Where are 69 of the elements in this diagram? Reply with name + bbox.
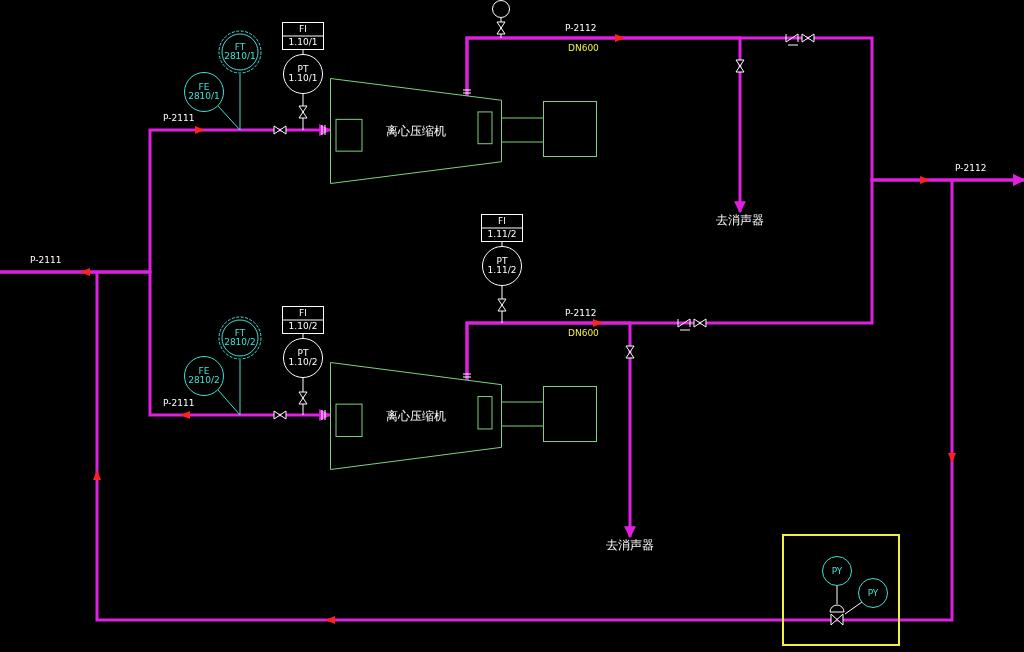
instrument-bubble: [482, 246, 522, 286]
motor-box: [543, 386, 597, 442]
instrument-tag: PY: [831, 566, 843, 576]
pipe-label: P-2111: [30, 256, 62, 265]
pipe-label: DN600: [568, 44, 599, 53]
pipe-label: P-2111: [163, 114, 195, 123]
leader-line: [302, 93, 304, 131]
instrument-tag: FT: [234, 329, 246, 338]
instrument-tag: PT: [297, 65, 309, 74]
instrument-tag: FT: [234, 43, 246, 52]
instrument-number: 1.10/2: [288, 358, 318, 367]
leader-line: [217, 105, 241, 131]
instrument-number: 2810/2: [188, 376, 220, 385]
instrument-tag: PY: [867, 588, 879, 598]
compressor-drawing: [330, 362, 502, 470]
instrument-number: 1.11/2: [487, 230, 517, 239]
leader-line: [239, 73, 241, 131]
pipe-label: P-2111: [163, 399, 195, 408]
instrument-bubble: [858, 578, 888, 608]
control-valve-icon: [829, 604, 845, 626]
leader-line: [500, 17, 502, 39]
instrument-number: 2810/1: [188, 92, 220, 101]
pipe: [0, 270, 332, 421]
leader-line: [844, 601, 863, 615]
instrument-number: 1.10/2: [288, 322, 318, 331]
leader-line: [836, 585, 838, 605]
pipe-label: P-2112: [955, 164, 987, 173]
shaft-line: [501, 117, 544, 143]
instrument-tag: PT: [496, 257, 508, 266]
equipment-name: 离心压缩机: [386, 410, 446, 422]
instrument-number: 2810/2: [224, 338, 256, 347]
instrument-number: 1.10/1: [288, 38, 318, 47]
pipe: [465, 174, 1024, 380]
equipment-name: 离心压缩机: [386, 125, 446, 137]
indicator-panel: [481, 214, 523, 242]
leader-line: [501, 285, 503, 324]
instrument-tag: FE: [198, 367, 210, 376]
instrument-bubble: [283, 54, 323, 94]
instrument-number: 2810/1: [224, 52, 256, 61]
leader-line: [302, 377, 304, 416]
leader-line: [217, 389, 241, 416]
compressor-drawing: [330, 78, 502, 184]
shaft-line: [501, 401, 544, 427]
pipe-label: P-2112: [565, 24, 597, 33]
leader-line: [501, 241, 503, 247]
instrument-number: 1.11/2: [487, 266, 517, 275]
instrument-bubble: [822, 556, 852, 586]
instrument-tag: FI: [299, 25, 307, 34]
instrument-tag: FI: [498, 217, 506, 226]
leader-line: [302, 333, 304, 339]
pipe-label: P-2112: [565, 309, 597, 318]
motor-box: [543, 101, 597, 157]
pipe-label: DN600: [568, 329, 599, 338]
flow-transmitter-bubble: [218, 316, 262, 360]
leader-line: [302, 49, 304, 55]
indicator-panel: [282, 306, 324, 334]
destination-label: 去消声器: [700, 212, 780, 232]
instrument-number: 1.10/1: [288, 74, 318, 83]
instrument-tag: FI: [299, 309, 307, 318]
indicator-panel: [282, 22, 324, 50]
instrument-bubble: [184, 72, 224, 112]
instrument-tag: FE: [198, 83, 210, 92]
instrument-bubble: [184, 356, 224, 396]
destination-label: 去消声器: [590, 537, 670, 557]
flow-transmitter-bubble: [218, 30, 262, 74]
instrument-tag: PT: [297, 349, 309, 358]
instrument-bubble: [283, 338, 323, 378]
instrument-bubble: [492, 0, 510, 18]
leader-line: [239, 359, 241, 416]
